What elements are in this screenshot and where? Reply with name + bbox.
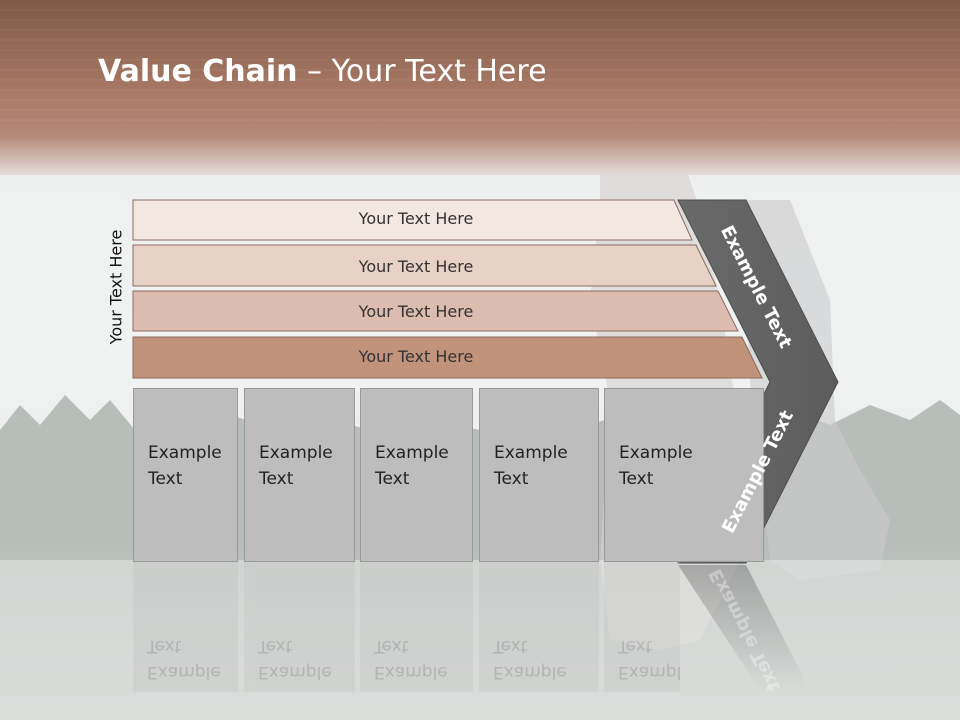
band-3-label: Your Text Here: [358, 302, 474, 321]
activity-box-5-label: Example Text: [619, 443, 693, 489]
activity-box-3-reflection-label: Example Text: [374, 636, 448, 682]
band-1-shape[interactable]: [132, 199, 693, 241]
activity-box-4-label: Example Text: [494, 443, 568, 489]
activity-box-1-label: Example Text: [148, 443, 222, 489]
activity-box-2-reflection: Example Text: [244, 562, 355, 692]
band-2-shape[interactable]: [132, 244, 717, 287]
band-4-shape[interactable]: [132, 336, 763, 379]
activity-box-5-reflection-label: Example Text: [618, 636, 680, 682]
band-3-shape[interactable]: [132, 290, 739, 332]
activity-box-1-reflection-label: Example Text: [147, 636, 221, 682]
activity-box-5-reflection: Example Text: [604, 562, 680, 692]
activity-box-2-reflection-label: Example Text: [258, 636, 332, 682]
activity-box-2[interactable]: Example Text: [244, 388, 355, 562]
activity-box-4[interactable]: Example Text: [479, 388, 599, 562]
activity-box-3-label: Example Text: [375, 443, 449, 489]
activity-box-3-reflection: Example Text: [360, 562, 473, 692]
slide-title: Value Chain – Your Text Here: [98, 54, 547, 89]
activity-box-3[interactable]: Example Text: [360, 388, 473, 562]
activity-box-2-label: Example Text: [259, 443, 333, 489]
activity-box-1[interactable]: Example Text: [133, 388, 238, 562]
activity-box-1-reflection: Example Text: [133, 562, 238, 692]
band-2-label: Your Text Here: [358, 257, 474, 276]
activity-box-5[interactable]: Example Text: [604, 388, 764, 562]
band-1-label: Your Text Here: [358, 209, 474, 228]
chevron-reflection: [678, 565, 810, 690]
activity-box-4-reflection: Example Text: [479, 562, 599, 692]
title-bold: Value Chain: [98, 54, 298, 89]
band-4-label: Your Text Here: [358, 347, 474, 366]
title-rest: – Your Text Here: [297, 54, 547, 89]
activity-box-4-reflection-label: Example Text: [493, 636, 567, 682]
